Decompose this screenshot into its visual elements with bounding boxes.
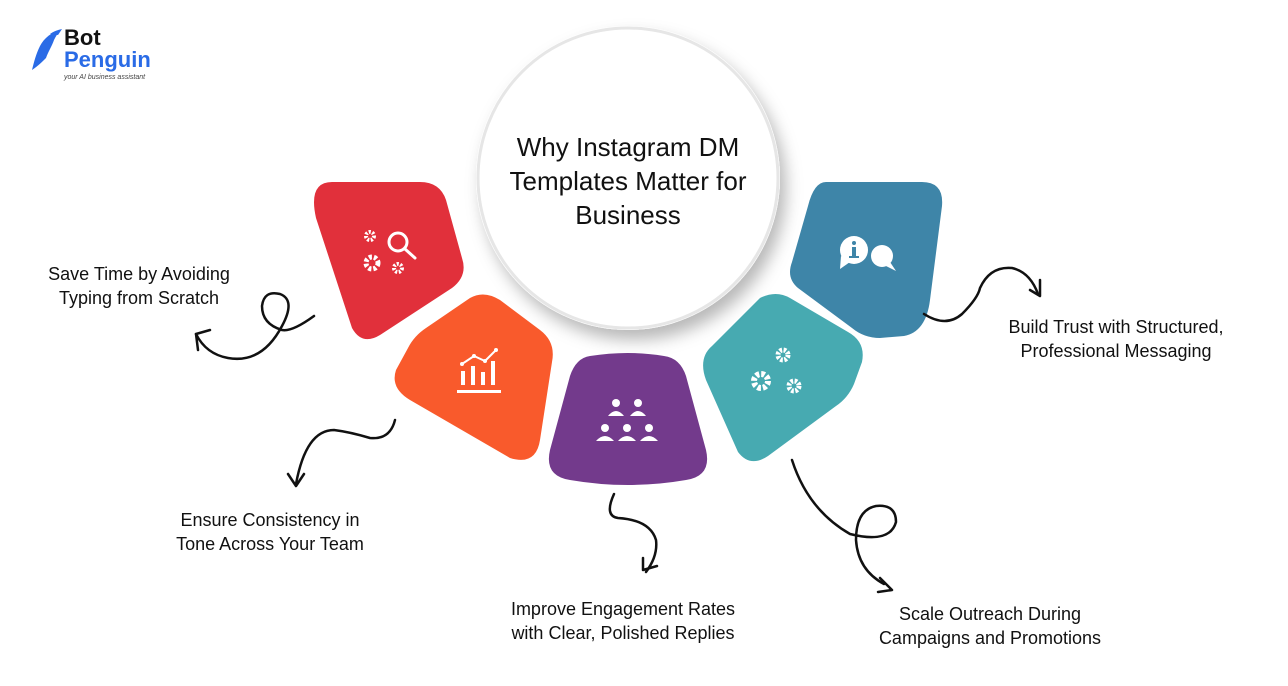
label-line: Improve Engagement Rates — [510, 599, 736, 619]
arrow-scale-outreach — [790, 458, 898, 586]
arrowhead-scale-outreach — [876, 576, 894, 594]
label-line: with Clear, Polished Replies — [511, 623, 735, 643]
chart-growth-icon — [457, 348, 501, 393]
label-line: Campaigns and Promotions — [878, 628, 1102, 648]
label-line: Save Time by Avoiding — [48, 264, 230, 284]
gears-icon — [751, 347, 802, 394]
botpenguin-logo: Bot Penguin your AI business assistant — [30, 26, 170, 86]
arrow-consistency — [294, 418, 397, 486]
label-line: Build Trust with Structured, — [1008, 317, 1224, 337]
audience-group-icon — [596, 399, 658, 441]
petal-engagement — [548, 353, 708, 485]
arrowhead-save-time — [194, 328, 212, 352]
gears-search-icon — [363, 230, 417, 274]
petal-build-trust — [790, 182, 943, 338]
label-consistency: Ensure Consistency in Tone Across Your T… — [160, 508, 380, 556]
label-line: Professional Messaging — [1020, 341, 1212, 361]
info-chat-icon — [840, 236, 896, 271]
arrow-save-time — [194, 292, 316, 361]
arrowhead-consistency — [286, 472, 306, 488]
petal-scale-outreach — [703, 294, 863, 462]
logo-text-bot: Bot — [64, 25, 101, 50]
label-line: Scale Outreach During — [898, 604, 1082, 624]
petal-save-time — [314, 182, 464, 340]
center-circle — [476, 26, 780, 330]
arrow-build-trust — [922, 266, 1040, 323]
arrow-engagement — [608, 492, 658, 574]
label-line: Typing from Scratch — [58, 288, 220, 308]
label-build-trust: Build Trust with Structured, Professiona… — [984, 315, 1248, 363]
logo-tagline: your AI business assistant — [64, 74, 146, 81]
logo-text-penguin: Penguin — [64, 47, 151, 72]
diagram-title: Why Instagram DM Templates Matter for Bu… — [509, 132, 747, 230]
arrowhead-build-trust — [1028, 278, 1042, 298]
arrowhead-engagement — [641, 556, 659, 572]
penguin-logo-icon — [32, 29, 62, 70]
label-save-time: Save Time by Avoiding Typing from Scratc… — [34, 262, 244, 310]
label-line: Tone Across Your Team — [176, 534, 364, 554]
label-scale-outreach: Scale Outreach During Campaigns and Prom… — [858, 602, 1122, 650]
label-engagement: Improve Engagement Rates with Clear, Pol… — [490, 597, 756, 645]
label-line: Ensure Consistency in — [180, 510, 360, 530]
petal-consistency — [394, 294, 553, 460]
